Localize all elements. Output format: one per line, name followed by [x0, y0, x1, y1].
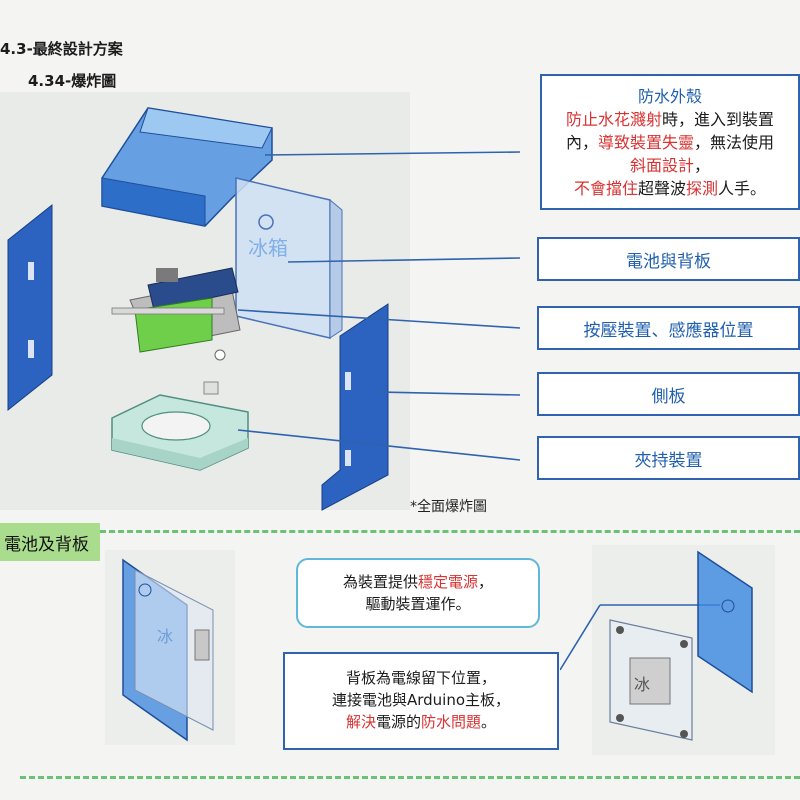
- callout-line3-tail: ，: [694, 155, 711, 175]
- back-plate: 冰箱: [235, 177, 343, 339]
- note2-line2: 連接電池與Arduino主板，: [331, 691, 511, 709]
- waterproof-shell: [101, 107, 273, 227]
- callout-line4-red1: 不會擋住: [573, 178, 638, 198]
- section-heading: 4.3-最終設計方案: [0, 40, 123, 58]
- note2-line3-red2: 防水問題: [421, 713, 482, 731]
- battery-module-illustration: 冰: [105, 550, 235, 745]
- callout-line2-head: 內，: [565, 132, 598, 152]
- section-tag-battery: 電池及背板: [0, 523, 100, 561]
- section-divider-top: [100, 530, 800, 533]
- svg-text:冰: 冰: [634, 675, 650, 694]
- callout-line2-tail: ，無法使用: [694, 132, 775, 152]
- callout-line3-red: 斜面設計: [629, 155, 694, 175]
- sensor-board: [111, 267, 241, 361]
- callout-sensor-position: 按壓裝置、感應器位置: [537, 306, 800, 350]
- note2-line3-mid: 電源的: [375, 713, 421, 731]
- right-side-panel: [321, 303, 389, 511]
- exploded-view-diagram: 冰箱: [0, 92, 520, 511]
- note1-line1-head: 為裝置提供: [342, 573, 418, 591]
- subsection-heading: 4.34-爆炸圖: [28, 72, 117, 90]
- svg-text:冰箱: 冰箱: [248, 236, 288, 260]
- note2-line1: 背板為電線留下位置，: [345, 669, 496, 687]
- note1-line2: 驅動裝置運作。: [365, 595, 471, 613]
- note-stable-power: 為裝置提供穩定電源， 驅動裝置運作。: [296, 558, 540, 628]
- callout-line4-mid: 超聲波: [637, 178, 686, 198]
- callout-clamp: 夾持裝置: [537, 436, 800, 480]
- left-side-panel: [7, 203, 53, 412]
- note1-line1-red: 穩定電源: [417, 573, 478, 591]
- note2-line3-red1: 解決: [345, 713, 376, 731]
- callout-side-panel: 側板: [537, 372, 800, 416]
- backplate-exploded-illustration: 冰: [560, 545, 775, 755]
- callout-line4-tail: 人手。: [718, 178, 767, 198]
- note2-line3-tail: 。: [481, 713, 497, 731]
- callout-waterproof-title: 防水外殼: [637, 86, 702, 106]
- leader-lines: [237, 151, 520, 461]
- exploded-view-caption: *全面爆炸圖: [410, 499, 487, 515]
- callout-waterproof-shell: 防水外殼 防止水花濺射時，進入到裝置 內，導致裝置失靈，無法使用 斜面設計， 不…: [540, 74, 800, 210]
- callout-battery-backplate: 電池與背板: [537, 237, 800, 281]
- svg-text:冰: 冰: [157, 627, 173, 646]
- section-divider-bottom: [20, 776, 800, 779]
- callout-line2-red: 導致裝置失靈: [597, 132, 694, 152]
- callout-line1-red: 防止水花濺射: [565, 109, 662, 129]
- note-backplate-wiring: 背板為電線留下位置， 連接電池與Arduino主板， 解決電源的防水問題。: [283, 652, 559, 750]
- clamp-base: [111, 381, 249, 471]
- note1-line1-tail: ，: [478, 573, 494, 591]
- callout-line1-tail: 時，進入到裝置: [662, 109, 775, 129]
- callout-line4-red2: 探測: [686, 178, 719, 198]
